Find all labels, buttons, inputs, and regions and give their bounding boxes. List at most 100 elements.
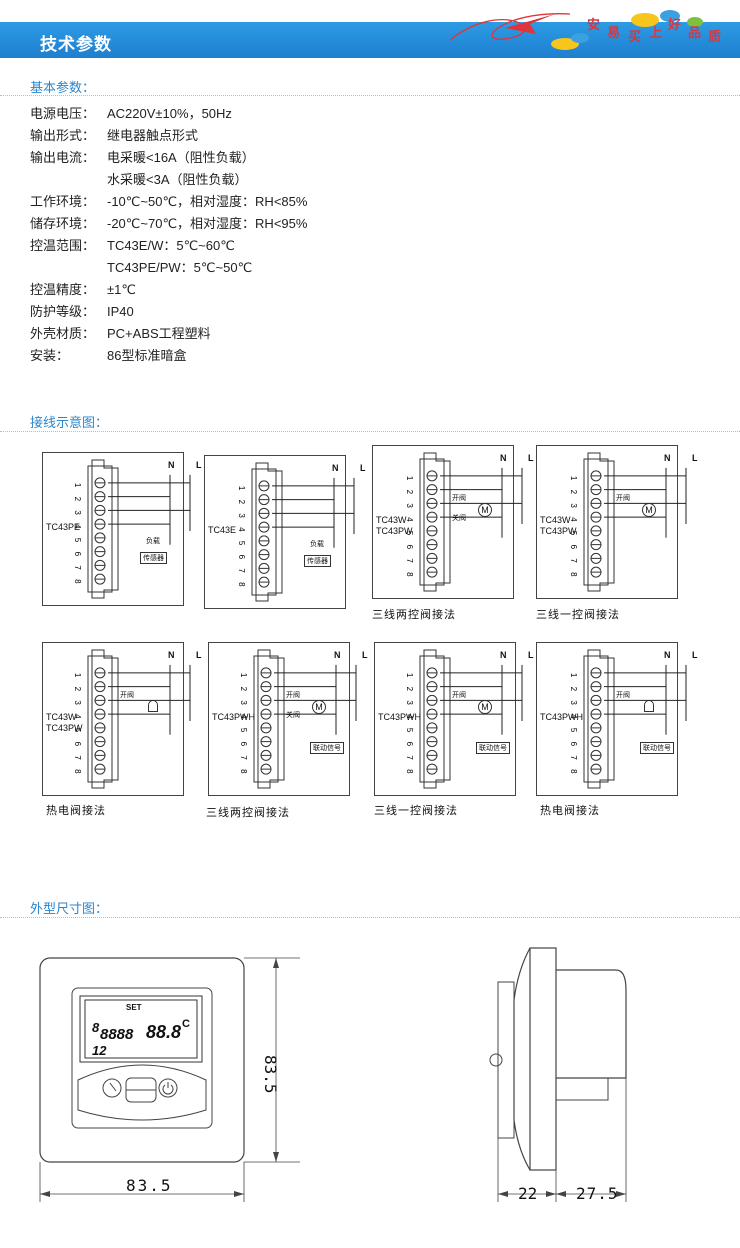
- spec-value: ±1℃: [107, 282, 136, 297]
- terminal-number: 8: [405, 572, 414, 577]
- terminal-number: 1: [569, 476, 578, 481]
- bubble-yellow-2: [631, 13, 659, 27]
- terminal-number: 8: [569, 572, 578, 577]
- terminal-number: 2: [405, 490, 414, 495]
- open-valve-label: 开阀: [616, 495, 630, 502]
- lcd-digits-2: 88.8: [146, 1022, 182, 1042]
- terminal-number: 4: [237, 527, 246, 532]
- live-label: L: [528, 453, 534, 463]
- width-dimension: 83.5: [126, 1176, 173, 1195]
- model-label: TC43PE: [46, 522, 81, 532]
- lcd-unit: C: [182, 1018, 190, 1030]
- terminal-number: 3: [405, 503, 414, 508]
- slogan-char: 易: [607, 25, 621, 40]
- live-label: L: [362, 650, 368, 660]
- lcd-digits-1: 8888: [100, 1026, 134, 1043]
- page-title: 技术参数: [40, 35, 112, 54]
- terminal-frame: [87, 465, 113, 593]
- terminal-number: 4: [73, 524, 82, 529]
- model-label: TC43W: [540, 515, 571, 525]
- model-label: TC43PW: [46, 723, 83, 733]
- linkage-signal-label: 联动信号: [310, 742, 344, 754]
- neutral-label: N: [334, 650, 341, 660]
- neutral-label: N: [168, 460, 175, 470]
- close-valve-label: 关阀: [452, 515, 466, 522]
- terminal-strip: [587, 649, 615, 789]
- open-valve-label: 开阀: [616, 692, 630, 699]
- dimension-drawing: [39, 947, 627, 1202]
- linkage-signal-label: 联动信号: [476, 742, 510, 754]
- diagram-caption: 热电阀接法: [46, 805, 106, 817]
- terminal-number: 7: [237, 568, 246, 573]
- terminal-number: 7: [73, 565, 82, 570]
- side-plate: [529, 947, 557, 1171]
- spec-value: IP40: [107, 304, 134, 319]
- spec-value: 86型标准暗盒: [107, 348, 187, 363]
- terminal-number: 3: [405, 700, 414, 705]
- terminal-frame: [583, 458, 609, 586]
- terminal-frame: [419, 655, 445, 783]
- lcd-set: SET: [126, 1003, 142, 1012]
- wiring-box: [536, 642, 678, 796]
- terminal-number: 1: [73, 483, 82, 488]
- model-label: TC43PW: [540, 526, 577, 536]
- thermal-valve-icon: [644, 700, 654, 712]
- neutral-label: N: [332, 463, 339, 473]
- model-label: TC43PWH: [378, 712, 422, 722]
- divider: [0, 95, 740, 96]
- terminal-frame: [87, 655, 113, 783]
- mode-icon: [109, 1082, 117, 1092]
- open-valve-label: 开阀: [120, 692, 134, 699]
- power-icon: [162, 1082, 174, 1095]
- terminal-number: 6: [405, 545, 414, 550]
- terminal-number: 3: [569, 700, 578, 705]
- thermal-valve-icon: [148, 700, 158, 712]
- spec-row: 安装：86型标准暗盒: [30, 346, 186, 366]
- terminal-strip: [91, 649, 119, 789]
- terminal-number: 3: [73, 510, 82, 515]
- terminal-number: 1: [569, 673, 578, 678]
- lcd-left-digit: 8: [92, 1020, 100, 1035]
- terminal-frame: [251, 468, 277, 596]
- live-label: L: [692, 453, 698, 463]
- paper-plane-icon: [505, 14, 555, 34]
- open-valve-label: 开阀: [452, 495, 466, 502]
- spec-value: 电采暖<16A（阻性负载）: [107, 150, 255, 165]
- motor-valve-icon: M: [478, 503, 492, 517]
- terminal-number: 4: [569, 714, 578, 719]
- depth-dimension-2: 27.5: [576, 1184, 619, 1203]
- terminal-frame: [253, 655, 279, 783]
- terminal-number: 2: [73, 687, 82, 692]
- divider: [0, 431, 740, 432]
- close-valve-label: 关阀: [286, 712, 300, 719]
- terminal-number: 8: [405, 769, 414, 774]
- terminal-number: 4: [405, 517, 414, 522]
- terminal-number: 2: [239, 687, 248, 692]
- terminal-number: 5: [405, 728, 414, 733]
- neutral-label: N: [664, 453, 671, 463]
- divider: [0, 917, 740, 918]
- terminal-number: 7: [569, 558, 578, 563]
- terminal-number: 3: [73, 700, 82, 705]
- terminal-strip: [257, 649, 285, 789]
- terminal-number: 6: [73, 552, 82, 557]
- terminal-strip: [91, 459, 119, 599]
- terminal-number: 1: [405, 476, 414, 481]
- wiring-box: [42, 452, 184, 606]
- height-dimension: 83.5: [261, 1055, 280, 1094]
- terminal-number: 6: [73, 742, 82, 747]
- sensor-label: 传感器: [140, 552, 167, 564]
- terminal-number: 7: [239, 755, 248, 760]
- spec-row: 水采暖<3A（阻性负载）: [30, 170, 248, 190]
- spec-key: 储存环境：: [30, 216, 96, 231]
- lcd-small: 12: [92, 1043, 107, 1058]
- terminal-number: 1: [73, 673, 82, 678]
- terminal-number: 7: [569, 755, 578, 760]
- terminal-number: 6: [569, 545, 578, 550]
- wiring-box: [536, 445, 678, 599]
- side-button: [489, 1053, 503, 1067]
- slogan-char: 上: [649, 25, 663, 40]
- swoosh-line: [449, 13, 571, 41]
